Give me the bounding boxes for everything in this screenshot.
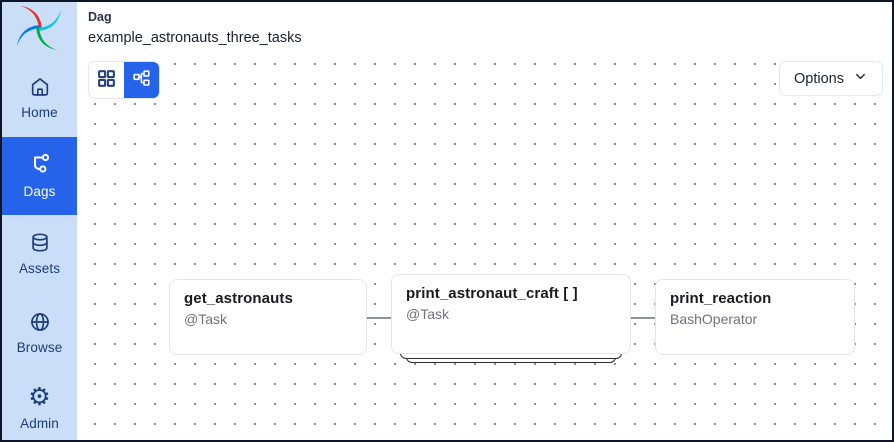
edge-print_astronaut_craft-to-print_reaction [631,317,655,319]
airflow-pinwheel-icon [16,5,62,51]
graph-view-button[interactable] [124,62,159,98]
sidebar-item-label: Assets [18,261,61,276]
sidebar-item-dags[interactable]: Dags [2,137,77,215]
sidebar-item-admin[interactable]: ⚙ Admin [2,372,77,440]
task-node-print_astronaut_craft[interactable]: print_astronaut_craft [ ] @Task [391,274,631,354]
task-node-print_reaction[interactable]: print_reaction BashOperator [655,279,855,355]
task-node-operator: BashOperator [670,311,758,327]
airflow-logo[interactable] [15,5,63,51]
task-node-operator: @Task [184,311,227,327]
main-area: Dag example_astronauts_three_tasks [77,2,892,440]
task-node-title: print_reaction [670,290,772,307]
view-toggle-group [88,61,160,99]
sidebar-item-home[interactable]: Home [2,58,77,137]
sidebar-item-assets[interactable]: Assets [2,215,77,293]
task-node-title: print_astronaut_craft [ ] [406,285,578,302]
home-icon [29,76,51,98]
sidebar-item-label: Home [21,104,58,120]
dags-icon [28,153,52,177]
task-node-title: get_astronauts [184,290,293,307]
page-title: example_astronauts_three_tasks [88,30,302,46]
sidebar-item-browse[interactable]: Browse [2,293,77,372]
browse-icon [29,311,51,333]
options-button-label: Options [794,70,844,87]
admin-gear-icon: ⚙ [28,383,51,411]
edge-get_astronauts-to-print_astronaut_craft [367,317,391,319]
grid-view-button[interactable] [89,62,124,98]
options-button[interactable]: Options [779,61,883,96]
chevron-down-icon [853,69,868,88]
task-node-operator: @Task [406,306,449,322]
dag-header: Dag example_astronauts_three_tasks [77,2,892,57]
sidebar: Home Dags Assets [2,2,77,440]
dag-graph-canvas[interactable]: Options get_astronauts @Task print_astro… [77,57,892,440]
grid-view-icon [96,68,117,92]
sidebar-item-label: Dags [23,184,56,199]
sidebar-item-label: Admin [20,416,59,431]
breadcrumb: Dag [88,10,112,24]
assets-icon [29,232,51,254]
task-node-get_astronauts[interactable]: get_astronauts @Task [169,279,367,355]
graph-view-icon [132,69,151,91]
sidebar-item-label: Browse [16,339,63,355]
